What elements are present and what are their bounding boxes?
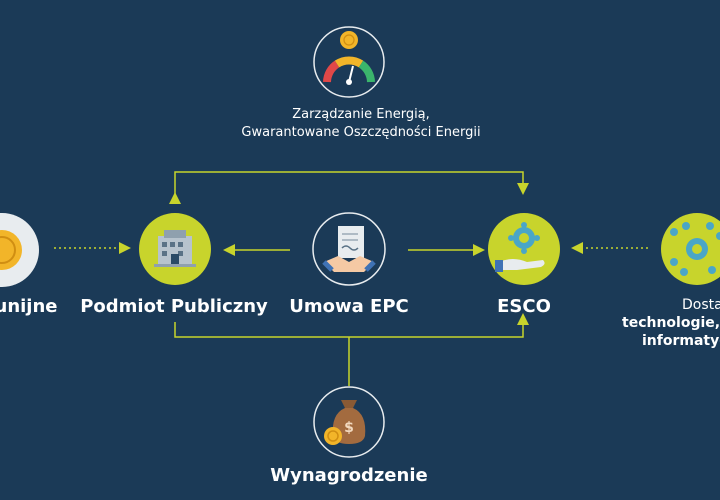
bottom-label: Wynagrodzenie	[270, 465, 428, 486]
money-bag-icon: $	[313, 386, 385, 458]
building-icon	[139, 213, 211, 285]
suppliers-label-line2: technologie, s	[622, 315, 720, 331]
funds-label: unijne	[0, 296, 58, 317]
epc-label: Umowa EPC	[289, 296, 409, 317]
suppliers-label-line1: Dostawcy (urza	[682, 297, 720, 313]
public-entity-label: Podmiot Publiczny	[80, 296, 268, 317]
network-gear-icon	[661, 213, 720, 285]
hand-gear-icon	[488, 213, 560, 285]
esco-label: ESCO	[497, 296, 551, 317]
top-connector	[169, 171, 529, 204]
suppliers-label-line3: informatyc	[642, 333, 720, 349]
energy-gauge-icon	[313, 26, 385, 98]
handshake-contract-icon	[312, 212, 386, 286]
svg-text:$: $	[344, 420, 354, 436]
top-label-line1: Zarządzanie Energią,	[292, 107, 430, 122]
bottom-connector	[174, 313, 529, 338]
coin-icon	[0, 213, 39, 287]
top-label-line2: Gwarantowane Oszczędności Energii	[241, 125, 481, 140]
